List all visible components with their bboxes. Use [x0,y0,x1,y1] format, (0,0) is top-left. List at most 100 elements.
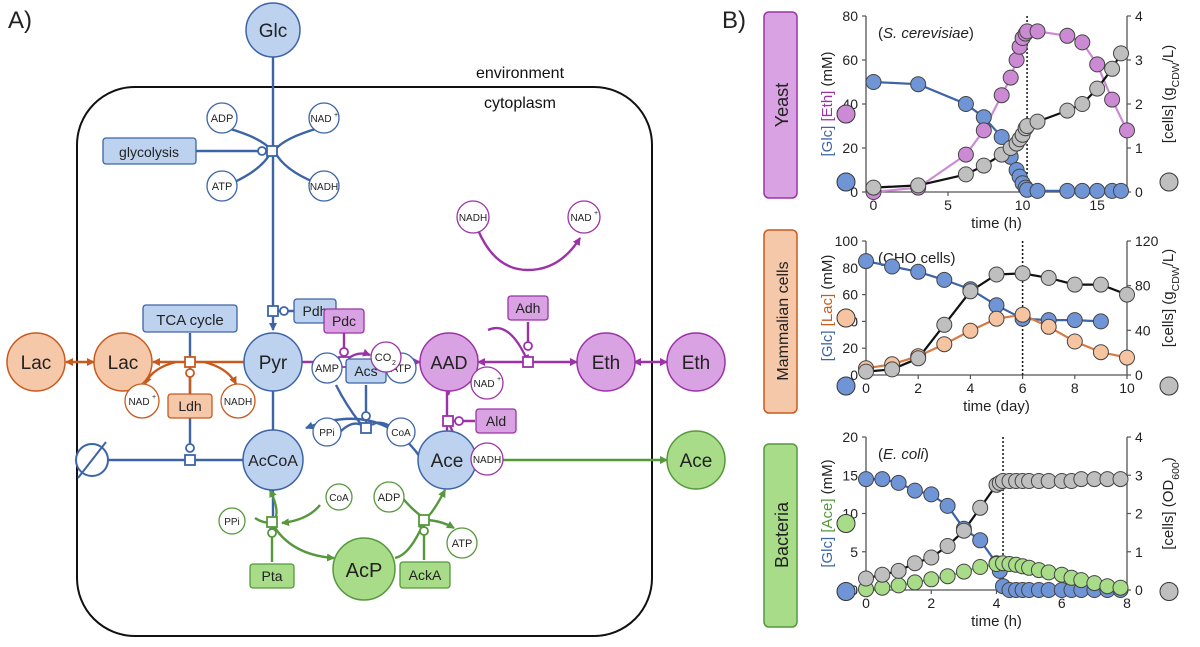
adh-label: Adh [516,300,541,316]
data-point-lac [1014,306,1031,323]
data-point-ace [1073,572,1090,589]
panel-b-label: B) [722,7,746,34]
svg-text:NAD: NAD [128,397,149,408]
data-point-glc [993,129,1010,145]
data-point-lac [1119,349,1135,366]
eth-out-label: Eth [682,353,711,374]
y-tick-label-left: 60 [842,287,858,303]
data-point-cells [910,177,927,194]
data-point-lac [936,336,953,353]
y-tick-label-right: 1 [1135,544,1143,560]
y-tick-label-right: 2 [1135,96,1143,112]
data-point-ace [1086,575,1103,592]
cofactor-nad-adh: NAD + [567,200,601,234]
svg-text:NADH: NADH [473,455,501,466]
y-tick-label-right: 0 [1135,582,1143,598]
eth-in-node: Eth [576,332,636,392]
data-point-eth [1029,23,1046,40]
accoa-node: AcCoA [242,429,304,491]
svg-text:NAD: NAD [473,379,494,390]
data-point-cells [1029,113,1046,130]
y-axis-label-left: [Glc] [Eth] (mM) [819,51,856,192]
y-tick-label-left: 20 [842,140,858,156]
chart-3: 024680510152001234time (h)(E. coli)[Glc]… [819,429,1182,630]
pta-label: Pta [261,568,282,584]
data-point-cells [939,538,956,554]
y-tick-label-left: 5 [850,544,858,560]
x-tick-label: 6 [1058,595,1066,611]
x-tick-label: 4 [967,380,975,396]
data-point-lac [1040,318,1057,335]
data-point-cells [936,316,953,333]
panel-a: A) environment cytoplasm [6,2,726,637]
pyr-node: Pyr [243,332,303,392]
data-point-cells [1104,60,1121,77]
cofactor-adp-glyc: ADP [206,102,238,134]
cofactor-nadh-ldh: NADH [220,383,256,419]
enzyme-adh: Adh [507,295,549,321]
y-axis-label-right: [cells] (OD600) [1159,457,1182,601]
svg-text:NAD: NAD [570,213,591,224]
data-point-ace [955,563,972,580]
y-tick-label-right: 0 [1135,367,1143,383]
svg-text:CO: CO [375,352,392,364]
ace-out-node: Ace [666,430,726,490]
data-point-eth [993,87,1010,104]
data-point-cells [955,522,972,539]
cofactor-coa-acs: CoA [386,417,416,447]
svg-text:PPi: PPi [224,517,240,528]
y-axis-label-left: [Glc] [Lac] (mM) [819,255,856,396]
data-point-cells [874,566,891,583]
y-tick-label-left: 20 [842,340,858,356]
data-point-ace [1112,579,1129,596]
cofactor-nad-glyc: NAD + [308,102,340,134]
ace-out-label: Ace [680,451,713,472]
data-point-glc [1113,182,1129,199]
svg-text:+: + [594,210,598,217]
x-tick-label: 8 [1123,595,1131,611]
chart-annotation: (E. coli) [878,446,929,463]
data-point-eth [1089,56,1106,73]
data-point-glc [1092,313,1109,330]
data-point-glc [910,263,927,280]
pdh-label: Pdh [303,303,328,319]
green-mechanism-nodes [266,514,430,538]
pdc-label: Pdc [332,313,356,329]
data-point-glc [923,486,940,503]
enzyme-pdc: Pdc [323,308,365,334]
data-point-eth [1074,34,1091,51]
data-point-eth [975,122,992,139]
y-tick-label-right: 3 [1135,467,1143,483]
data-point-eth [1059,27,1076,44]
acp-label: AcP [346,560,383,582]
y-tick-label-right: 3 [1135,52,1143,68]
data-point-glc [1066,312,1083,329]
svg-text:PPi: PPi [319,428,335,439]
data-point-glc [972,532,989,549]
cofactor-ppi-acs: PPi [312,417,342,447]
lac-out-node: Lac [6,332,66,392]
data-point-lac [988,310,1005,327]
x-axis-label: time (day) [963,398,1030,415]
orange-mechanism-nodes [184,356,196,378]
data-point-eth [957,146,974,163]
y-tick-label-right: 80 [1135,278,1151,294]
data-point-cells [1112,471,1129,488]
enzyme-pta: Pta [249,563,295,589]
x-tick-label: 0 [862,380,870,396]
data-point-cells [1066,276,1083,293]
data-point-cells [1092,276,1109,293]
data-point-eth [1002,69,1019,86]
environment-label: environment [476,65,565,82]
y-tick-label-left: 15 [842,467,858,483]
svg-text:CoA: CoA [329,493,349,504]
data-point-glc [957,96,974,112]
svg-text:ATP: ATP [212,181,233,193]
legend-marker-ace [836,514,856,533]
eth-in-label: Eth [592,353,621,374]
svg-text:NADH: NADH [459,213,487,224]
enzyme-glycolysis: glycolysis [102,137,197,165]
data-point-glc [890,474,907,491]
data-point-cells [1113,45,1129,62]
